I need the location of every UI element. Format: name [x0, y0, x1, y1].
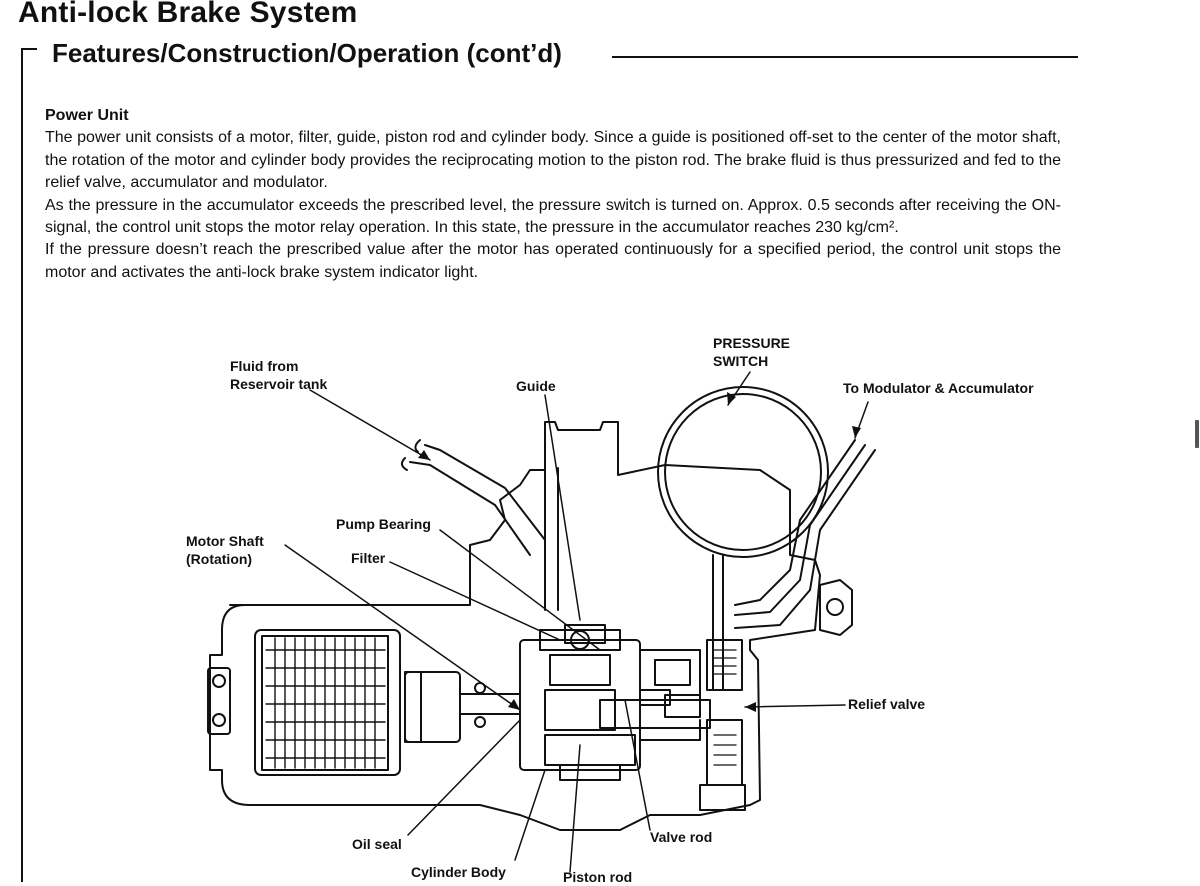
- pressure-switch: [657, 386, 829, 558]
- pump-bearing: [549, 654, 611, 686]
- relief-valve-upper: [706, 639, 743, 691]
- motor-body: [254, 629, 401, 776]
- body-text: Power Unit The power unit consists of a …: [45, 105, 1061, 284]
- housing-outline: [209, 421, 821, 831]
- label-piston-rod: Piston rod: [563, 869, 633, 885]
- label-filter: Filter: [351, 550, 386, 566]
- section-frame: [21, 48, 37, 882]
- section-title: Features/Construction/Operation (cont’d): [52, 38, 562, 68]
- relief-valve-lower: [706, 719, 743, 786]
- reservoir-inlet-pipe: [409, 444, 546, 556]
- coupling-block: [404, 671, 461, 743]
- pressure-switch-stem: [712, 554, 724, 691]
- paragraph-2: As the pressure in the accumulator excee…: [45, 196, 1061, 237]
- label-cylinder-body: Cylinder Body: [411, 864, 506, 880]
- motor-end-terminal: [207, 667, 231, 735]
- arrowheads: [418, 392, 861, 712]
- label-guide: Guide: [516, 378, 556, 394]
- label-relief-valve: Relief valve: [848, 696, 926, 712]
- motor-windings: [265, 637, 386, 769]
- label-to-modulator-accumulator: To Modulator & Accumulator: [843, 380, 1034, 396]
- viewer-scroll-handle[interactable]: [1195, 420, 1199, 448]
- label-motor-shaft: Motor Shaft (Rotation): [186, 533, 264, 567]
- label-pump-bearing: Pump Bearing: [336, 516, 431, 532]
- label-pressure-switch: PRESSURE SWITCH: [713, 335, 791, 369]
- label-fluid-from-reservoir: Fluid from Reservoir tank: [230, 358, 328, 392]
- subheading-power-unit: Power Unit: [45, 107, 129, 124]
- cylinder-lower: [544, 734, 636, 766]
- motor-armature: [261, 635, 389, 771]
- leader-lines: [284, 371, 869, 873]
- label-valve-rod: Valve rod: [650, 829, 713, 845]
- label-oil-seal: Oil seal: [352, 836, 402, 852]
- piston-body: [599, 699, 711, 729]
- document-title: Anti-lock Brake System: [18, 0, 358, 29]
- paragraph-1: The power unit consists of a motor, filt…: [45, 129, 1061, 192]
- section-rule: [612, 56, 1078, 58]
- outlet-pipes: [734, 439, 876, 629]
- outlet-fitting: [819, 579, 853, 636]
- paragraph-3: If the pressure doesn’t reach the prescr…: [45, 241, 1061, 281]
- guide-tube: [544, 467, 559, 611]
